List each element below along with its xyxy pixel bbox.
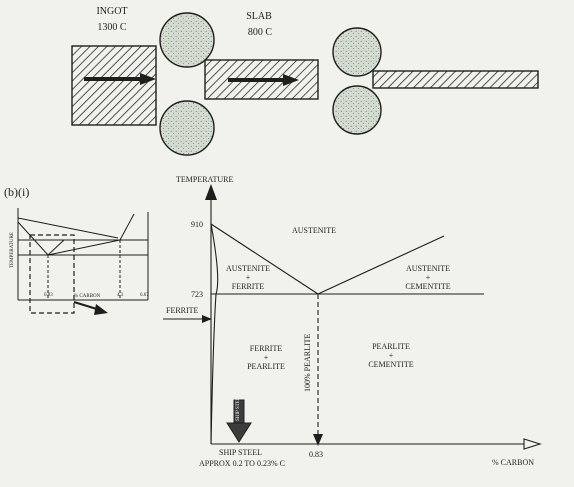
slab-arrow bbox=[228, 74, 299, 86]
slab-label: SLAB bbox=[246, 11, 272, 22]
inset-tick-6-67: 6.67 bbox=[140, 293, 149, 298]
region-austenite-ferrite-line-1: AUSTENITE bbox=[226, 264, 270, 273]
ship-steel-arrow-label: SHIP STEEL bbox=[236, 394, 241, 421]
inset-diagram bbox=[17, 208, 149, 314]
region-ferrite-pearlite-line-2: + bbox=[263, 353, 269, 362]
ingot-label: INGOT bbox=[96, 6, 128, 17]
roller-2-top bbox=[332, 27, 382, 77]
inset-tick-4-3: 4.3 bbox=[117, 293, 124, 298]
phase-diagram bbox=[205, 184, 542, 450]
ingot-arrow bbox=[84, 73, 156, 85]
pearlite-line-label: 100% PEARLITE bbox=[303, 333, 312, 392]
tick-0-83: 0.83 bbox=[309, 450, 323, 459]
y-axis-label: TEMPERATURE bbox=[176, 175, 234, 184]
inset-figure-label: (b)(i) bbox=[4, 185, 30, 199]
inset-tick-0-83: 0.83 bbox=[44, 293, 53, 298]
region-ferrite-pearlite: FERRITE + PEARLITE bbox=[236, 344, 296, 371]
region-pearlite-cementite: PEARLITE + CEMENTITE bbox=[358, 342, 424, 369]
pearlite-line-arrow bbox=[313, 434, 323, 446]
inset-x-axis-label: % CARBON bbox=[74, 294, 101, 299]
slab-temperature: 800 C bbox=[247, 27, 273, 38]
region-austenite-cementite: AUSTENITE + CEMENTITE bbox=[394, 264, 462, 291]
ingot-block bbox=[71, 45, 157, 126]
roller-2-bottom bbox=[332, 85, 382, 135]
x-axis-label: % CARBON bbox=[492, 458, 535, 467]
region-austenite-cementite-line-2: + bbox=[425, 273, 431, 282]
region-ferrite: FERRITE bbox=[166, 306, 199, 315]
ship-steel-label: SHIP STEEL bbox=[219, 448, 263, 457]
region-austenite-ferrite-line-3: FERRITE bbox=[231, 282, 265, 291]
tick-910: 910 bbox=[191, 220, 203, 229]
ship-steel-arrow bbox=[226, 399, 252, 443]
region-ferrite-pearlite-line-3: PEARLITE bbox=[247, 362, 285, 371]
plate-strip bbox=[372, 70, 539, 89]
ferrite-pointer bbox=[163, 315, 212, 323]
region-austenite-cementite-line-1: AUSTENITE bbox=[406, 264, 450, 273]
inset-y-axis-label: TEMPERATURE bbox=[10, 232, 15, 268]
region-austenite-ferrite-line-2: + bbox=[245, 273, 251, 282]
region-ferrite-pearlite-line-1: FERRITE bbox=[249, 344, 283, 353]
tick-723: 723 bbox=[191, 290, 203, 299]
region-pearlite-cementite-line-2: + bbox=[388, 351, 394, 360]
region-austenite-cementite-line-3: CEMENTITE bbox=[405, 282, 451, 291]
region-austenite-ferrite: AUSTENITE + FERRITE bbox=[218, 264, 278, 291]
region-pearlite-cementite-line-1: PEARLITE bbox=[372, 342, 410, 351]
region-austenite: AUSTENITE bbox=[292, 226, 336, 235]
roller-1-top bbox=[159, 12, 215, 68]
roller-1-bottom bbox=[159, 100, 215, 156]
inset-pointer-arrow bbox=[73, 300, 108, 315]
ingot-temperature: 1300 C bbox=[97, 22, 127, 33]
ship-steel-range: APPROX 0.2 TO 0.23% C bbox=[199, 459, 285, 468]
region-pearlite-cementite-line-3: CEMENTITE bbox=[368, 360, 414, 369]
